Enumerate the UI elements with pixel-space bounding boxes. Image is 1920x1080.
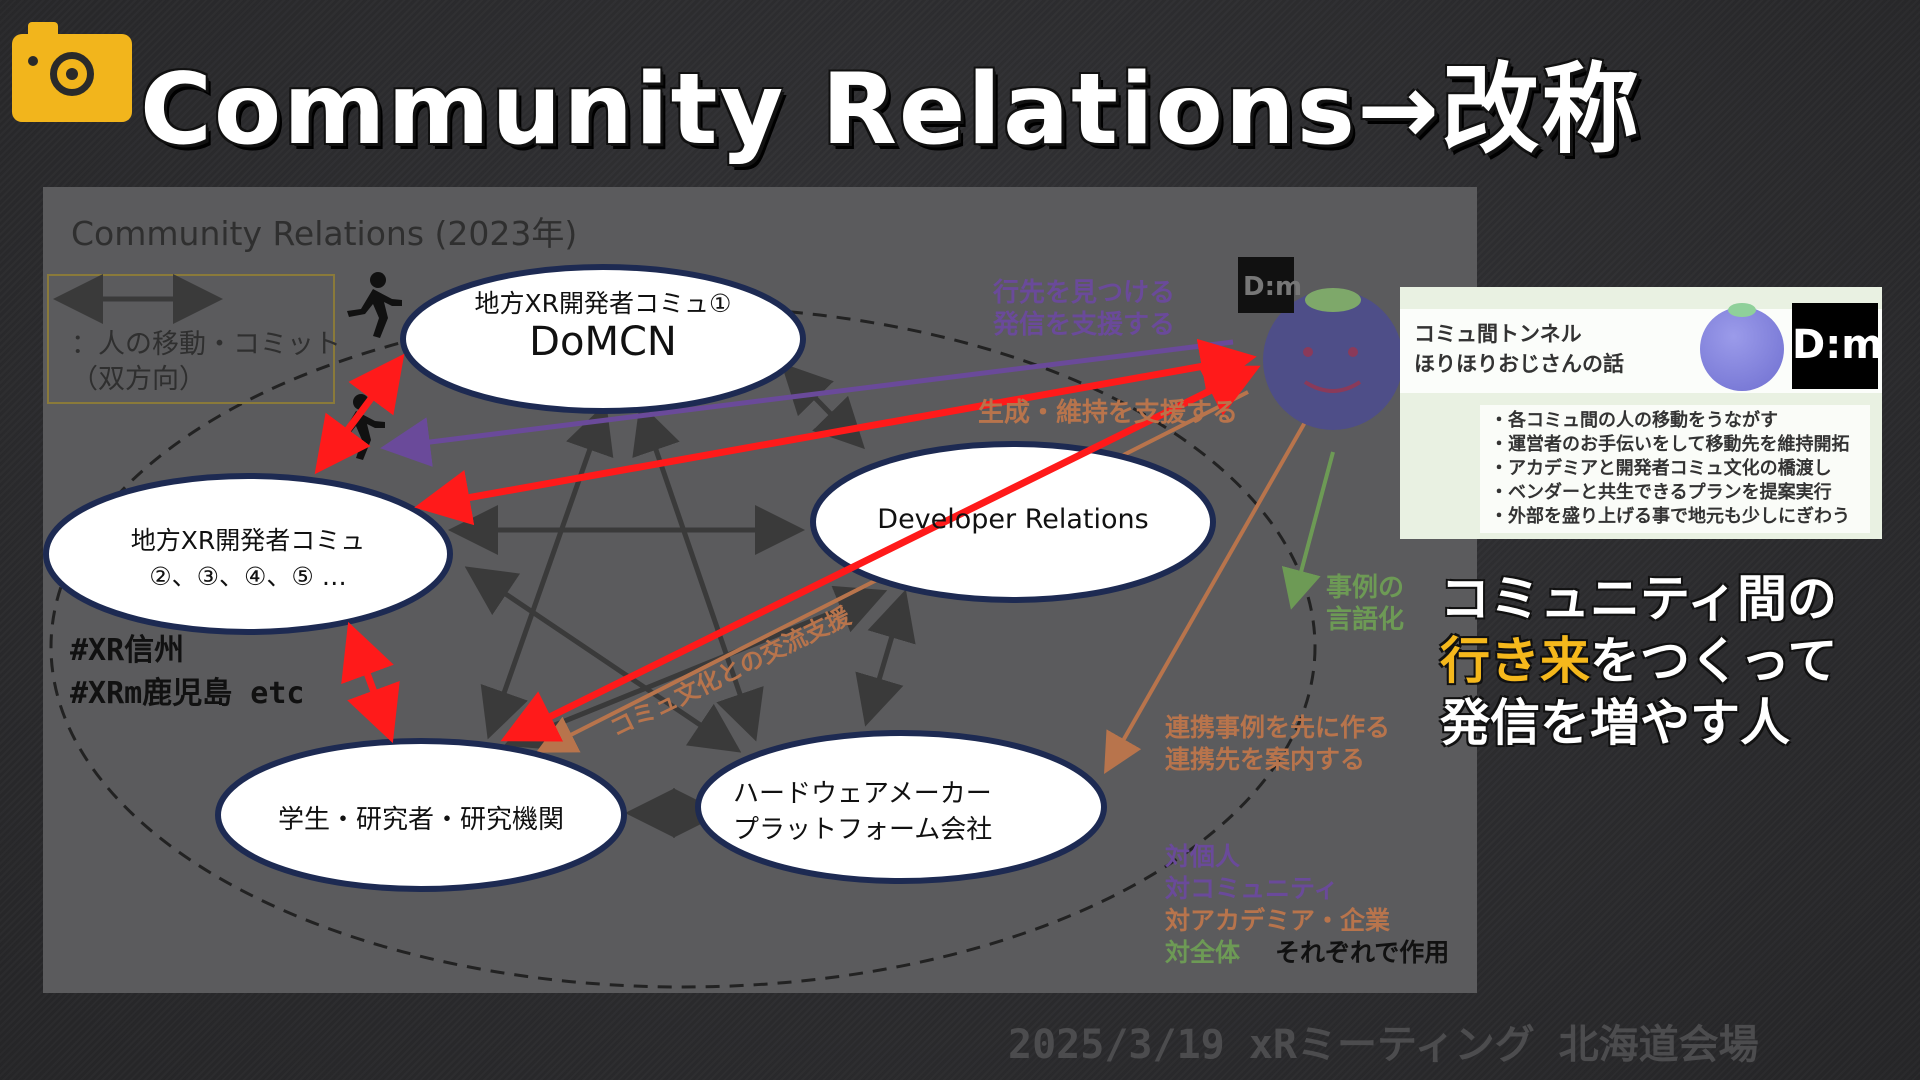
target-academia: 対アカデミア・企業 bbox=[1165, 906, 1391, 935]
target-individual: 対個人 bbox=[1165, 842, 1241, 871]
dm-logo-icon: D:m bbox=[1792, 303, 1882, 389]
legend-label: ：人の移動・コミット bbox=[71, 329, 341, 360]
avatar-face-icon bbox=[1263, 288, 1403, 430]
card-title: コミュ間トンネル ほりほりおじさんの話 bbox=[1414, 319, 1624, 379]
slide-title: Community Relations→改称 bbox=[140, 53, 1642, 167]
avatar-face-icon bbox=[1700, 303, 1784, 391]
annotation-verbalize-2: 言語化 bbox=[1326, 605, 1405, 635]
list-item: ・各コミュ間の人の移動をうながす bbox=[1490, 410, 1778, 431]
each-acts-note: それぞれで作用 bbox=[1275, 938, 1450, 967]
node-academia-label: 学生・研究者・研究機関 bbox=[277, 805, 564, 835]
legend-sublabel: （双方向） bbox=[71, 364, 206, 395]
red-arrow-local-academia bbox=[341, 621, 400, 744]
camera-icon bbox=[12, 22, 132, 122]
annotation-find-destination: 行先を見つける bbox=[993, 278, 1176, 308]
edge-domcn-academia bbox=[480, 402, 614, 740]
community-relations-diagram: D:m Community Relations (2023年) ：人の移動・コミ… bbox=[43, 187, 1477, 993]
list-item: ・ベンダーと共生できるプランを提案実行 bbox=[1490, 482, 1832, 503]
annotation-collab-guide: 連携先を案内する bbox=[1165, 745, 1366, 774]
dm-logo-icon bbox=[1238, 257, 1294, 313]
node-hardware-label: ハードウェアメーカー bbox=[733, 779, 992, 809]
tagline-line2: 行き来をつくって bbox=[1440, 630, 1838, 692]
node-devrel-label: Developer Relations bbox=[877, 504, 1149, 535]
list-item: ・アカデミアと開発者コミュ文化の橋渡し bbox=[1490, 458, 1832, 479]
target-community: 対コミュニティ bbox=[1165, 874, 1339, 903]
hashtag-shinshu: #XR信州 bbox=[70, 633, 185, 668]
tunnel-talk-card: コミュ間トンネル ほりほりおじさんの話 D:m ・各コミュ間の人の移動をうながす… bbox=[1400, 287, 1882, 539]
node-academia bbox=[215, 738, 627, 892]
list-item: ・運営者のお手伝いをして移動先を維持開拓 bbox=[1490, 434, 1850, 455]
card-title-line1: コミュ間トンネル bbox=[1414, 322, 1582, 346]
tagline-line2-rest: をつくって bbox=[1590, 632, 1838, 690]
card-title-line2: ほりほりおじさんの話 bbox=[1414, 352, 1624, 376]
tagline-highlight: 行き来 bbox=[1440, 632, 1590, 690]
node-local-label: 地方XR開発者コミュ bbox=[130, 526, 366, 555]
list-item: ・外部を盛り上げる事で地元も少しにぎわう bbox=[1490, 506, 1850, 527]
arrow-verbalize bbox=[1281, 451, 1335, 610]
diagram-title: Community Relations (2023年) bbox=[71, 214, 578, 253]
tagline-line1: コミュニティ間の bbox=[1440, 570, 1837, 628]
hashtag-kagoshima: #XRm鹿児島 etc bbox=[70, 676, 305, 711]
card-list: ・各コミュ間の人の移動をうながす ・運営者のお手伝いをして移動先を維持開拓 ・ア… bbox=[1480, 405, 1870, 533]
red-arrow-domcn-local bbox=[314, 353, 405, 475]
annotation-support-maintain: 生成・維持を支援する bbox=[978, 398, 1239, 428]
node-hardware-sublabel: プラットフォーム会社 bbox=[733, 815, 993, 845]
tagline-line3: 発信を増やす人 bbox=[1440, 694, 1790, 752]
red-arrow-academia-avatar bbox=[500, 365, 1261, 742]
event-footer: 2025/3/19 xRミーティング 北海道会場 bbox=[1008, 1022, 1759, 1068]
tagline: コミュニティ間の 行き来をつくって 発信を増やす人 bbox=[1440, 568, 1838, 754]
annotation-collab-first: 連携事例を先に作る bbox=[1165, 713, 1391, 742]
node-domcn-name: DoMCN bbox=[529, 319, 677, 365]
target-all: 対全体 bbox=[1165, 938, 1241, 967]
node-domcn-label: 地方XR開発者コミュ① bbox=[474, 289, 732, 318]
node-local-numbers: ②、③、④、⑤ … bbox=[149, 562, 347, 591]
svg-text:D:m: D:m bbox=[1243, 272, 1302, 302]
annotation-support-sending: 発信を支援する bbox=[993, 310, 1176, 340]
edge-devrel-hardware bbox=[855, 589, 916, 727]
node-local-communities bbox=[43, 473, 453, 635]
annotation-verbalize: 事例の bbox=[1326, 573, 1405, 603]
diagram-graphics: D:m bbox=[43, 257, 1403, 989]
